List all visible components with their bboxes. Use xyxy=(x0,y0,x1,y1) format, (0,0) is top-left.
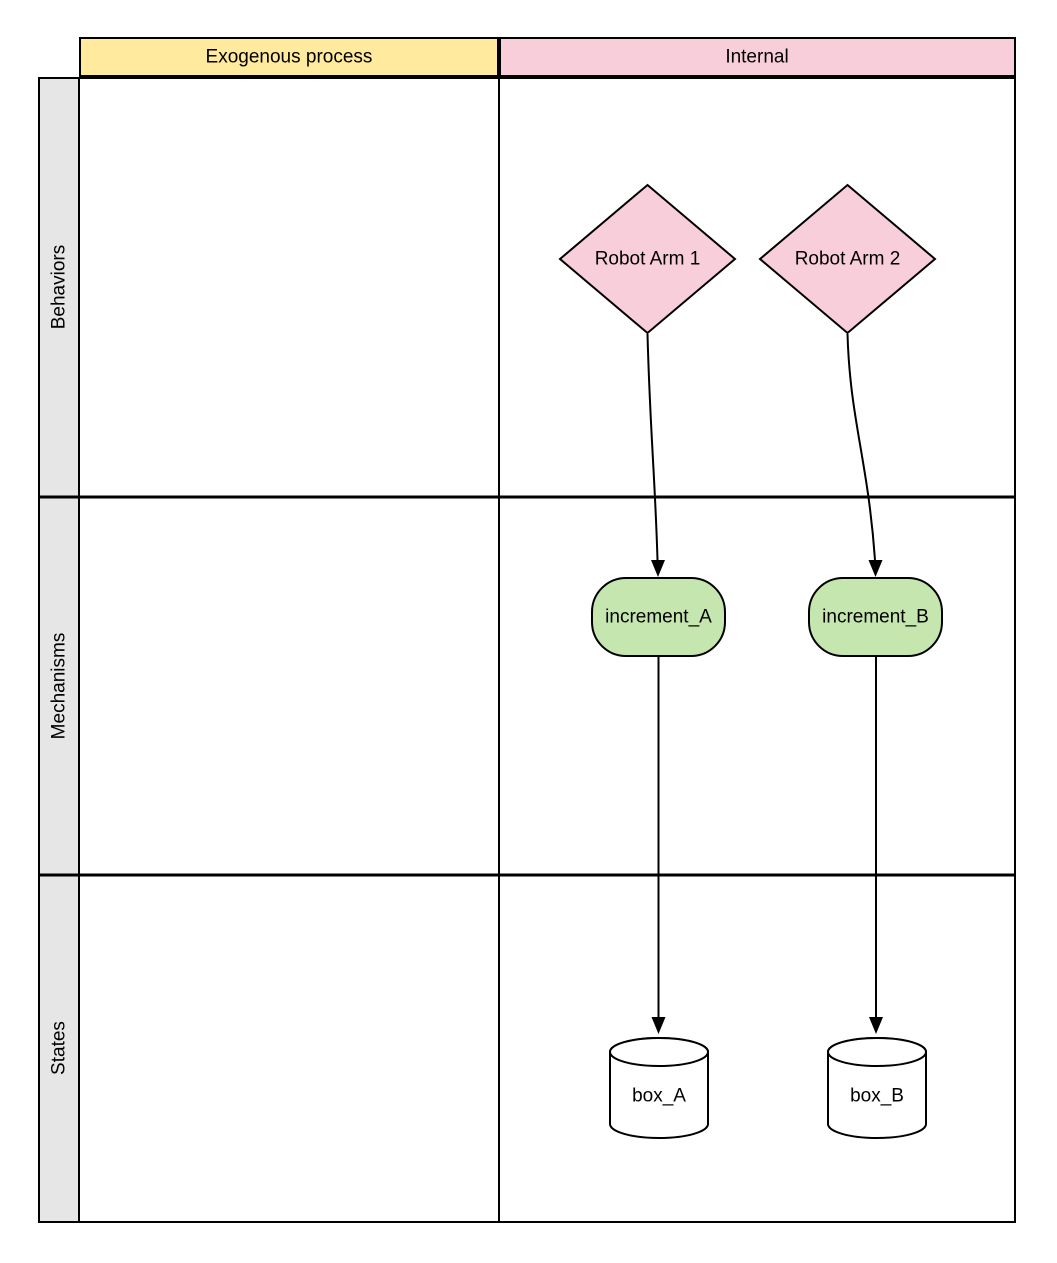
box-b-label: box_B xyxy=(850,1086,904,1107)
column-header-exogenous-label: Exogenous process xyxy=(206,47,373,68)
box-b-cylinder-top xyxy=(827,1037,927,1067)
lane-labels: Behaviors Mechanisms States xyxy=(38,77,80,1223)
arrowhead-icon xyxy=(869,1017,883,1034)
state-nodes: box_A box_B xyxy=(609,1037,927,1139)
column-header-internal xyxy=(499,37,1016,77)
lane-label-states: States xyxy=(49,1021,70,1075)
robot-arm-1-label: Robot Arm 1 xyxy=(595,249,701,270)
robot-arm-1-diamond xyxy=(558,183,737,335)
column-header-internal-label: Internal xyxy=(725,47,788,68)
table-grid xyxy=(39,77,1016,1223)
increment-a-node xyxy=(591,577,726,657)
column-header-exogenous xyxy=(79,37,499,77)
robot-arm-2-label: Robot Arm 2 xyxy=(795,249,901,270)
column-headers: Exogenous process Internal xyxy=(79,37,1016,77)
edge-robot-arm-2-to-increment-b xyxy=(846,333,876,561)
arrowhead-icon xyxy=(651,1017,666,1034)
increment-a-label: increment_A xyxy=(605,607,712,628)
arrowhead-icon xyxy=(651,560,665,577)
lane-label-behaviors: Behaviors xyxy=(49,245,70,330)
behavior-nodes: Robot Arm 1 Robot Arm 2 xyxy=(558,183,937,335)
edge-robot-arm-1-to-increment-a xyxy=(646,333,659,561)
lane-cell-states xyxy=(38,874,80,1223)
edges xyxy=(646,333,883,1034)
robot-arm-2-diamond xyxy=(758,183,937,335)
lane-label-mechanisms: Mechanisms xyxy=(49,633,70,740)
increment-b-node xyxy=(808,577,943,657)
box-a-label: box_A xyxy=(632,1086,686,1107)
mechanism-nodes: increment_A increment_B xyxy=(591,577,943,657)
table-body-frame xyxy=(78,77,1016,1223)
box-a-cylinder-top xyxy=(609,1037,709,1067)
increment-b-label: increment_B xyxy=(822,607,929,628)
arrowhead-icon xyxy=(868,560,883,577)
